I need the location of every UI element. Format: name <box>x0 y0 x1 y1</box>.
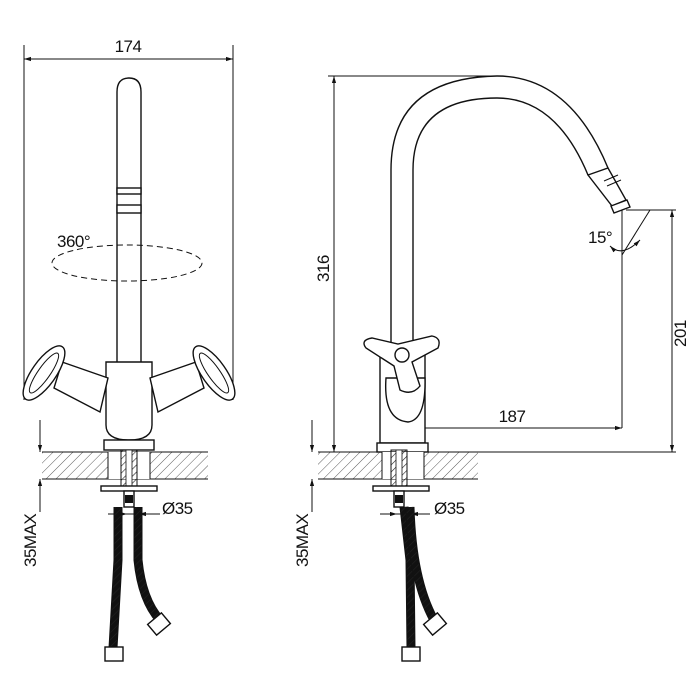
side-countertop-max-dimension: 35MAX <box>293 420 315 567</box>
side-height-label: 316 <box>314 255 333 282</box>
front-hoses <box>104 507 172 662</box>
front-countertop <box>42 449 208 491</box>
front-countertop-max-label: 35MAX <box>21 514 40 567</box>
aerator-tilt-indicator: 15° <box>588 209 651 256</box>
side-countertop-max-label: 35MAX <box>293 514 312 567</box>
front-mounting-nut <box>100 485 158 508</box>
front-mixer-body <box>53 361 205 451</box>
side-gooseneck-spout <box>390 75 631 345</box>
spout-height-dimension: 201 <box>669 210 690 452</box>
side-hole-diameter-dimension: Ø35 <box>380 499 465 518</box>
aerator-tilt-label: 15° <box>588 228 612 247</box>
side-height-dimension: 316 <box>314 76 337 452</box>
side-mounting-nut <box>372 485 430 508</box>
right-handle-wheel <box>192 345 236 401</box>
front-view: 174 360° <box>21 37 236 662</box>
side-hole-diameter-label: Ø35 <box>434 499 465 518</box>
spout-reach-label: 187 <box>499 407 526 426</box>
spout-reach-dimension: 187 <box>400 255 623 450</box>
side-countertop <box>318 449 478 491</box>
rotation-angle-label: 360° <box>57 232 90 251</box>
front-hole-diameter-label: Ø35 <box>162 499 193 518</box>
front-width-label: 174 <box>115 37 142 56</box>
front-width-dimension: 174 <box>23 37 234 400</box>
spout-height-label: 201 <box>671 320 690 347</box>
rotation-indicator: 360° <box>51 232 203 282</box>
side-mixer-body <box>363 335 440 453</box>
side-view: 316 15° 201 187 <box>293 75 690 662</box>
side-hoses <box>399 506 448 662</box>
left-handle-wheel <box>22 345 66 401</box>
front-countertop-max-dimension: 35MAX <box>21 420 43 567</box>
front-spout <box>116 77 142 362</box>
